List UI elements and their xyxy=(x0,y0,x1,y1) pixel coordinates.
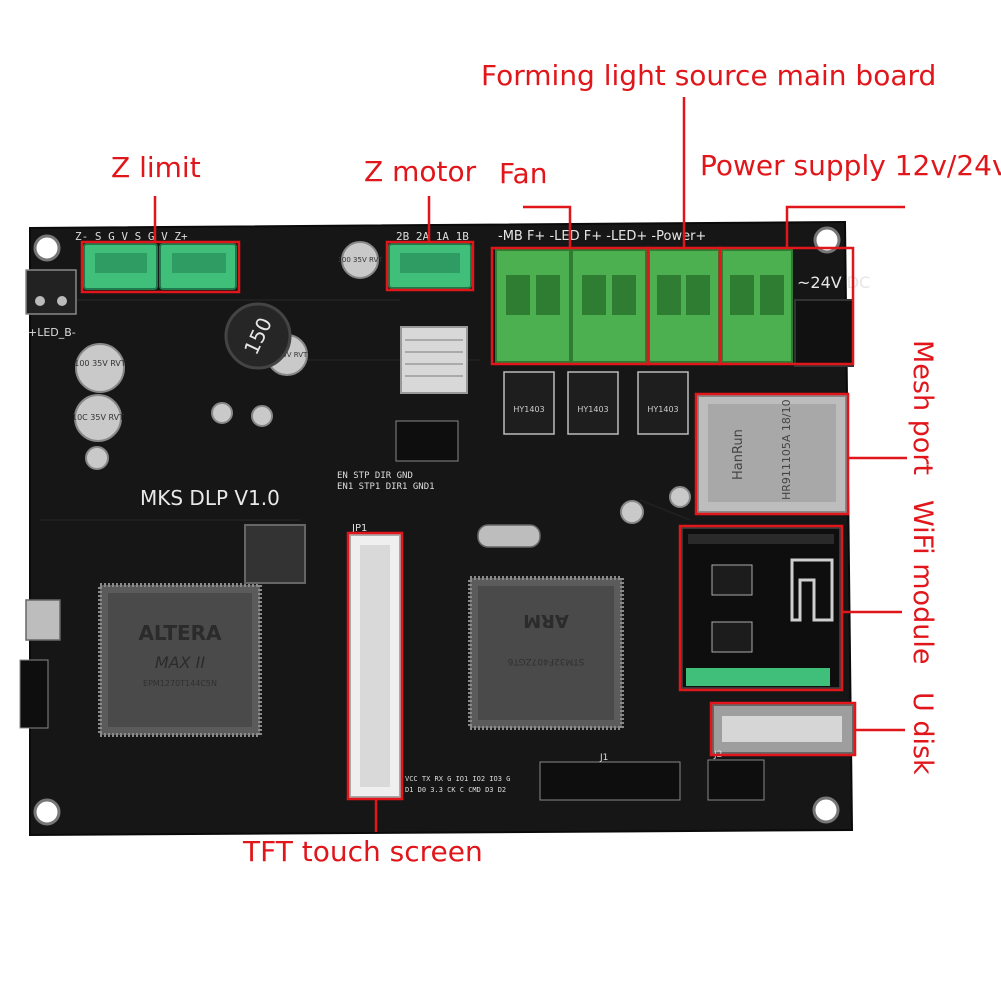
terminal-labels-silk: -MB F+ -LED F+ -LED+ -Power+ xyxy=(498,229,706,244)
pin-headers: EN STP DIR GND EN1 STP1 DIR1 GND1 J1 J2 … xyxy=(19,420,765,801)
screw-terminals: -MB F+ -LED F+ -LED+ -Power+ xyxy=(495,229,793,363)
power-components: 100 35V RVT 10C 35V RVT 100 35V RVT 22 3… xyxy=(72,241,691,524)
board-model: MKS DLP V1.0 xyxy=(140,486,280,510)
z-motor-label: Z motor xyxy=(364,155,477,188)
power-supply-leader xyxy=(785,205,905,248)
usb-port xyxy=(712,704,854,754)
fpga-part: EPM1270T144C5N xyxy=(143,679,217,688)
mounting-hole xyxy=(33,234,61,262)
wifi-module-label: WiFi module xyxy=(907,500,938,665)
callout-annotations xyxy=(80,97,907,832)
stepper-header-silk-2: EN1 STP1 DIR1 GND1 xyxy=(337,482,435,492)
wifi-module-box xyxy=(678,524,844,692)
wifi-module xyxy=(681,527,841,689)
mounting-hole xyxy=(33,798,61,826)
z-motor-connector: 2B 2A 1A 1B xyxy=(388,230,472,289)
cap-label: 10C 35V RVT xyxy=(72,413,124,422)
ethernet-jack: HanRun HR911105A 18/10 xyxy=(697,395,847,513)
z-limit-box xyxy=(80,240,241,294)
crystal xyxy=(477,524,541,548)
fpga-chip: ALTERA MAX II EPM1270T144C5N xyxy=(98,583,262,737)
mcu-part: STM32F407ZGT6 xyxy=(507,656,584,666)
mosfet-label: HY1403 xyxy=(577,405,608,414)
z-header-silk: Z- S G V S G V Z+ xyxy=(75,230,188,243)
sd-pins-silk: VCC TX RX G IO1 IO2 IO3 G xyxy=(405,775,510,783)
mesh-port-box xyxy=(694,392,850,516)
sd-pins-silk-2: D1 D0 3.3 CK C CMD D3 D2 xyxy=(405,786,506,794)
z-limit-connectors: Z- S G V S G V Z+ xyxy=(75,230,237,290)
mcu-brand: ARM xyxy=(523,610,569,631)
fan-label: Fan xyxy=(499,157,548,190)
mosfet-label: HY1403 xyxy=(647,405,678,414)
mesh-port-label: Mesh port xyxy=(907,340,938,476)
u-disk-label: U disk xyxy=(907,692,938,775)
cap-label: 100 35V RVT xyxy=(337,256,383,264)
small-chip xyxy=(244,524,306,584)
forming-light-label: Forming light source main board xyxy=(481,59,937,92)
ethernet-brand: HanRun xyxy=(731,429,746,480)
fpc-label: JP1 xyxy=(351,523,367,534)
cap-label: 22 35V RVT xyxy=(267,351,308,359)
j1-label: J1 xyxy=(599,753,608,763)
fan-leader xyxy=(523,205,572,248)
mounting-hole xyxy=(812,796,840,824)
power-supply-label: Power supply 12v/24v xyxy=(700,149,1001,182)
fpga-family: MAX II xyxy=(155,653,206,672)
cap-label: 100 35V RVT xyxy=(74,359,126,368)
fpc-connector: JP1 xyxy=(349,523,401,798)
heatsink xyxy=(400,326,468,394)
crystal xyxy=(25,599,61,641)
led-b-silk: +LED_B- xyxy=(28,326,76,339)
tft-label: TFT touch screen xyxy=(243,835,483,868)
dc-silk: ~24V DC xyxy=(797,273,870,292)
mounting-hole xyxy=(813,226,841,254)
mosfets: HY1403 HY1403 HY1403 xyxy=(503,371,689,435)
stepper-header-silk: EN STP DIR GND xyxy=(337,471,413,481)
dc-jack: ~24V DC xyxy=(794,273,870,367)
mosfet-label: HY1403 xyxy=(513,405,544,414)
mcu-chip: ARM STM32F407ZGT6 xyxy=(468,576,624,730)
fpga-brand: ALTERA xyxy=(138,621,222,645)
ethernet-part: HR911105A 18/10 xyxy=(780,399,793,500)
led-b-connector: +LED_B- xyxy=(25,269,77,339)
z-limit-label: Z limit xyxy=(111,151,201,184)
motor-pins-silk: 2B 2A 1A 1B xyxy=(396,230,469,243)
